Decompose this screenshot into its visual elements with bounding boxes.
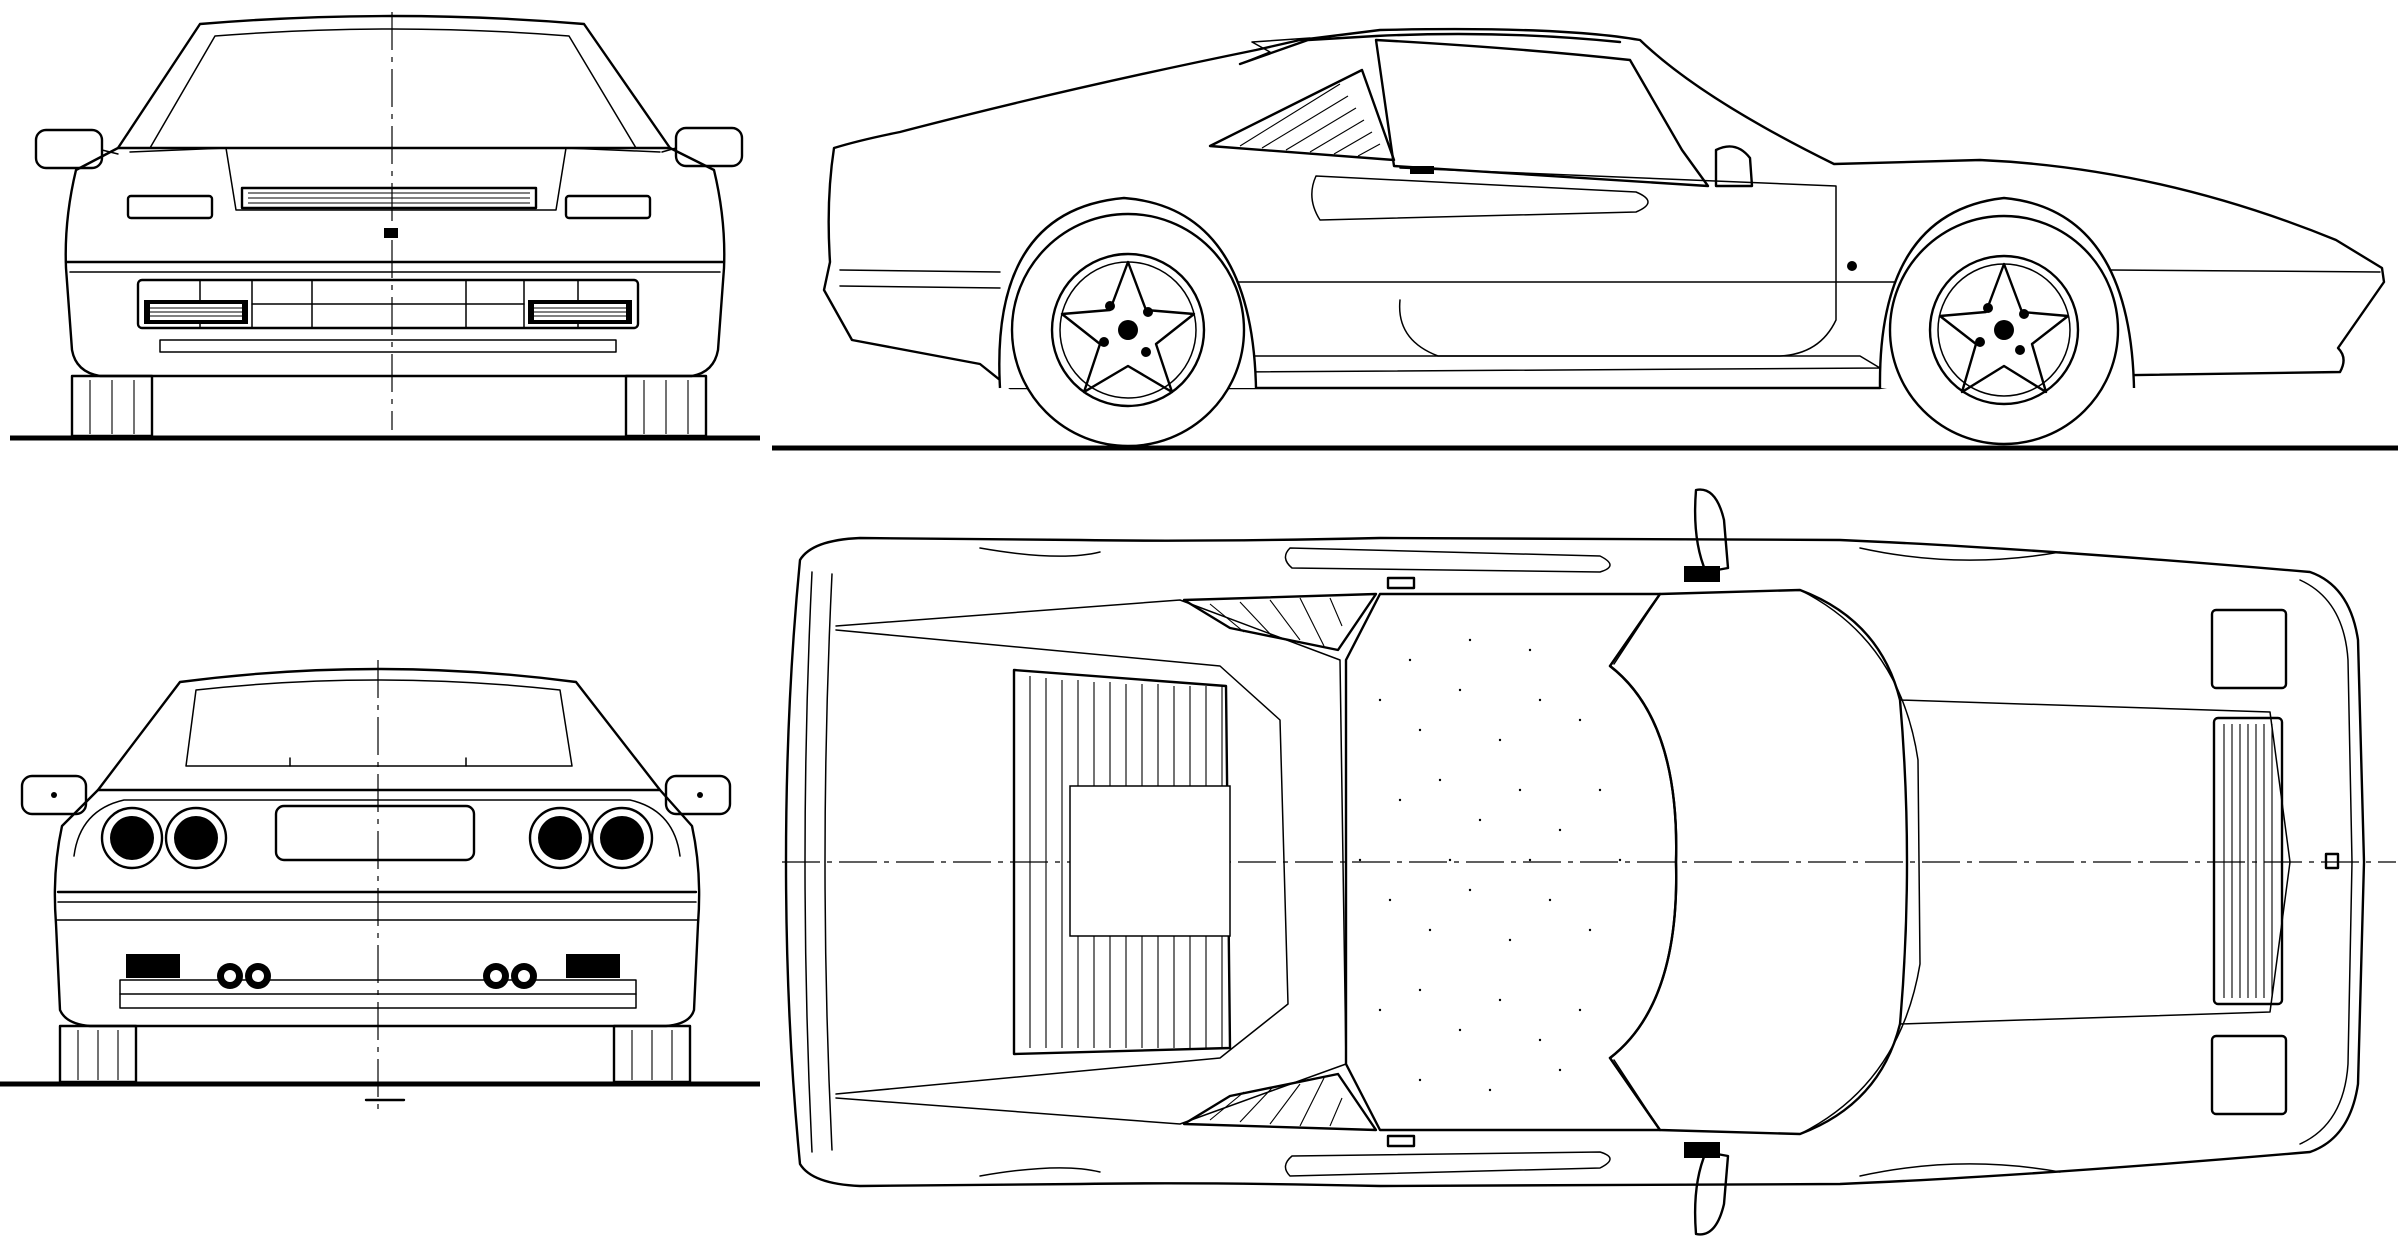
rear-wheel-right xyxy=(612,1024,692,1084)
front-view xyxy=(10,12,760,441)
front-roof-outline xyxy=(116,14,672,150)
rear-wheel-left xyxy=(58,1024,138,1084)
side-rear-star-spokes xyxy=(1060,260,1196,394)
front-mirror-right xyxy=(674,126,744,168)
side-quarter-louvre xyxy=(1208,68,1396,162)
side-mirror xyxy=(1714,145,1754,188)
rear-mirror-left xyxy=(20,774,88,816)
top-headlight-upper xyxy=(2210,608,2288,690)
top-bonnet-vent xyxy=(2212,716,2284,1006)
front-wheel-left xyxy=(70,374,154,438)
top-engine-louvres xyxy=(1029,676,1223,1048)
front-badge xyxy=(384,228,398,238)
front-windshield xyxy=(149,28,637,149)
top-headlight-lower xyxy=(2210,1034,2288,1116)
front-mirror-left xyxy=(34,128,104,170)
side-view xyxy=(772,27,2398,451)
top-engine-cover-center xyxy=(1069,785,1231,937)
top-bonnet-vent-slats xyxy=(2223,724,2273,998)
top-side-intake-upper xyxy=(1284,547,1611,573)
top-quarter-louvre-upper xyxy=(1182,592,1378,652)
top-side-intake-lower xyxy=(1284,1151,1611,1177)
side-door xyxy=(1398,167,1837,357)
front-headlight-right xyxy=(564,194,652,220)
top-bonnet xyxy=(1899,699,2291,1025)
rear-roof-outline xyxy=(96,667,662,792)
rear-view xyxy=(0,660,760,1110)
side-window xyxy=(1374,38,1710,188)
top-door-handle-upper xyxy=(1386,576,1416,590)
front-wheel-right xyxy=(624,374,708,438)
top-mirror-upper xyxy=(1693,488,1730,574)
rear-reflector-left xyxy=(126,954,180,978)
top-front-badge xyxy=(2324,852,2340,870)
top-view xyxy=(782,488,2396,1236)
side-roof-line xyxy=(1238,32,1622,66)
side-air-intake xyxy=(1311,175,1649,221)
top-roof-stipple xyxy=(1358,638,1622,1092)
top-quarter-louvre-lower xyxy=(1182,1072,1378,1132)
front-bonnet-edge xyxy=(129,147,661,211)
side-front-rim xyxy=(1928,254,2080,406)
top-door-handle-lower xyxy=(1386,1134,1416,1148)
side-rear-rim xyxy=(1050,252,1206,408)
side-roof-spoiler xyxy=(1239,37,1311,65)
side-body-outline xyxy=(822,27,2386,390)
top-body-outline xyxy=(784,536,2366,1188)
front-air-intake xyxy=(136,278,640,330)
rear-window xyxy=(185,679,573,767)
rear-number-plate-recess xyxy=(274,804,476,862)
side-marker-light xyxy=(1847,261,1857,271)
side-door-handle xyxy=(1410,166,1434,174)
rear-reflector-right xyxy=(566,954,620,978)
top-rear-deck xyxy=(835,599,1347,1125)
front-headlight-left xyxy=(126,194,214,220)
front-spoiler-slot xyxy=(159,339,617,353)
top-mirror-lower xyxy=(1693,1150,1730,1236)
front-grille-slot xyxy=(240,186,538,210)
top-engine-cover xyxy=(1012,668,1232,1056)
side-front-star-spokes xyxy=(1938,262,2070,394)
